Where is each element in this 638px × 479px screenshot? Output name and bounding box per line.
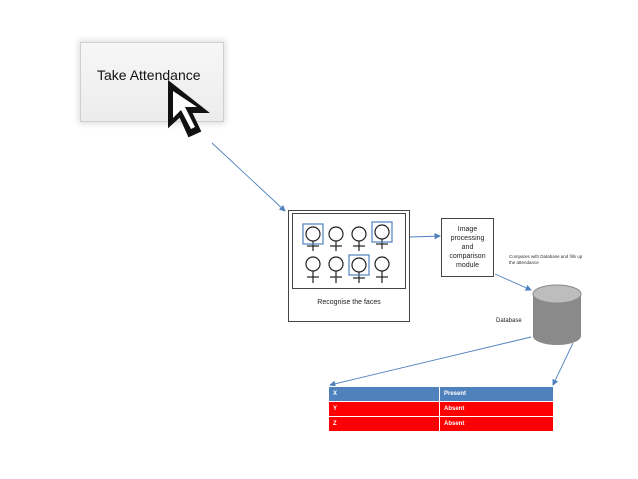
table-row: Y Absent	[328, 401, 554, 417]
image-processing-module-label: Image processing and comparison module	[449, 226, 486, 269]
compare-note: Compares with Database and fills up the …	[509, 254, 583, 265]
take-attendance-label: Take Attendance	[97, 67, 201, 83]
face-highlight-box	[348, 254, 370, 276]
arrow-database-to-table-right	[552, 342, 574, 386]
attendance-status-cell: Absent	[439, 401, 554, 417]
person-icon	[351, 257, 367, 283]
attendance-status-cell: Present	[439, 386, 554, 402]
student-name-cell: Z	[328, 416, 440, 432]
person-icon	[374, 256, 390, 283]
faces-grid-box	[292, 213, 406, 289]
arrow-database-to-table-left	[329, 336, 532, 387]
faces-caption: Recognise the faces	[317, 299, 381, 306]
attendance-status-cell: Absent	[439, 416, 554, 432]
arrow-cursor-icon	[168, 80, 210, 138]
face-highlight-box	[371, 221, 393, 243]
person-icon	[374, 224, 390, 249]
person-icon	[328, 226, 344, 251]
database-label: Database	[496, 318, 522, 324]
image-processing-module-box: Image processing and comparison module	[441, 218, 494, 277]
database-cylinder-icon	[532, 284, 582, 345]
arrow-button-to-faces	[211, 142, 286, 212]
person-icons	[302, 221, 393, 283]
student-name-cell: Y	[328, 401, 440, 417]
take-attendance-button[interactable]	[80, 42, 224, 122]
attendance-table: X Present Y Absent Z Absent	[328, 386, 554, 432]
arrow-faces-to-module	[409, 233, 441, 240]
person-icon	[351, 226, 367, 251]
person-icon	[305, 256, 321, 283]
person-icon	[328, 256, 344, 283]
face-highlight-box	[302, 223, 324, 245]
table-row: Z Absent	[328, 416, 554, 432]
student-name-cell: X	[328, 386, 440, 402]
person-icon	[305, 226, 321, 251]
arrow-module-to-database	[494, 273, 532, 291]
table-row: X Present	[328, 386, 554, 402]
